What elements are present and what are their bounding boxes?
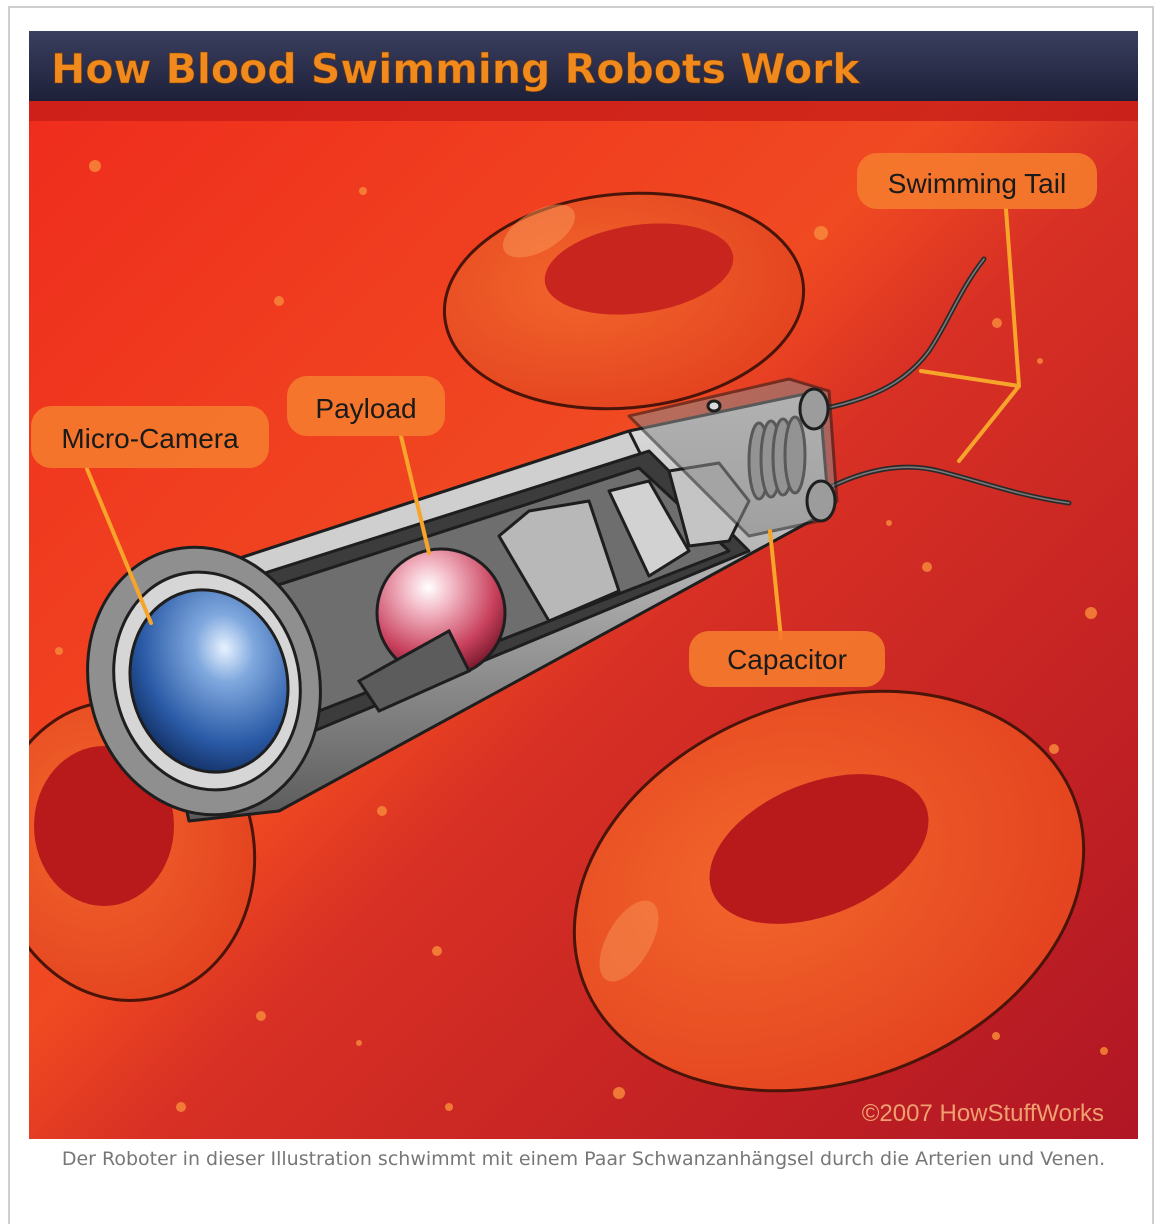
label-swimming-tail: Swimming Tail bbox=[857, 153, 1097, 209]
label-capacitor: Capacitor bbox=[689, 631, 885, 687]
label-capacitor-text: Capacitor bbox=[727, 644, 847, 675]
blood-robot-illustration: How Blood Swimming Robots Work bbox=[29, 31, 1138, 1139]
label-micro-camera-text: Micro-Camera bbox=[61, 423, 239, 454]
figure-title: How Blood Swimming Robots Work bbox=[51, 45, 861, 93]
copyright-text: ©2007 HowStuffWorks bbox=[862, 1100, 1104, 1127]
label-swimming-tail-text: Swimming Tail bbox=[888, 168, 1066, 199]
label-micro-camera: Micro-Camera bbox=[31, 406, 269, 468]
figure-caption: Der Roboter in dieser Illustration schwi… bbox=[29, 1145, 1138, 1174]
label-payload: Payload bbox=[287, 376, 445, 436]
label-payload-text: Payload bbox=[315, 393, 416, 424]
title-bar: How Blood Swimming Robots Work bbox=[29, 31, 1138, 101]
illustration-svg: How Blood Swimming Robots Work bbox=[29, 31, 1138, 1139]
